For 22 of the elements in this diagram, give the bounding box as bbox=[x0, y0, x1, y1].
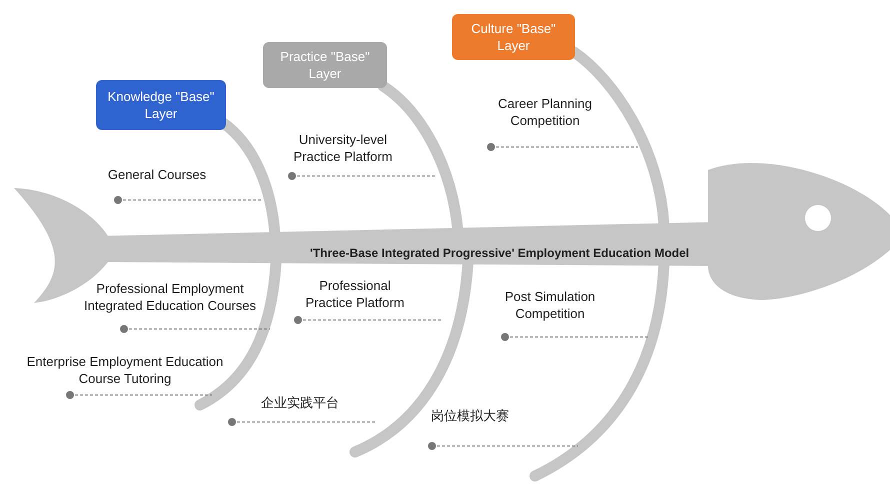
leader-line bbox=[428, 442, 578, 450]
cause-label: Enterprise Employment Education Course Tutoring bbox=[10, 353, 240, 387]
leader-line bbox=[294, 316, 444, 324]
leader-line bbox=[228, 418, 378, 426]
cause-label: Post Simulation Competition bbox=[480, 288, 620, 322]
category-box: Knowledge "Base" Layer bbox=[96, 80, 226, 130]
leader-line bbox=[487, 143, 638, 151]
cause-label: Professional Practice Platform bbox=[300, 277, 410, 311]
leader-line bbox=[120, 325, 270, 333]
leader-line bbox=[288, 172, 438, 180]
category-box: Practice "Base" Layer bbox=[263, 42, 387, 88]
category-box: Culture "Base" Layer bbox=[452, 14, 575, 60]
cause-label: 岗位模拟大赛 bbox=[410, 407, 530, 424]
cause-label: University-level Practice Platform bbox=[278, 131, 408, 165]
leader-line bbox=[114, 196, 262, 204]
cause-label: General Courses bbox=[92, 166, 222, 183]
model-title: 'Three-Base Integrated Progressive' Employment Education Model bbox=[310, 246, 690, 260]
leader-line bbox=[66, 391, 212, 399]
cause-label: Career Planning Competition bbox=[470, 95, 620, 129]
cause-label: 企业实践平台 bbox=[240, 394, 360, 411]
leader-line bbox=[501, 333, 650, 341]
cause-label: Professional Employment Integrated Education Courses bbox=[70, 280, 270, 314]
